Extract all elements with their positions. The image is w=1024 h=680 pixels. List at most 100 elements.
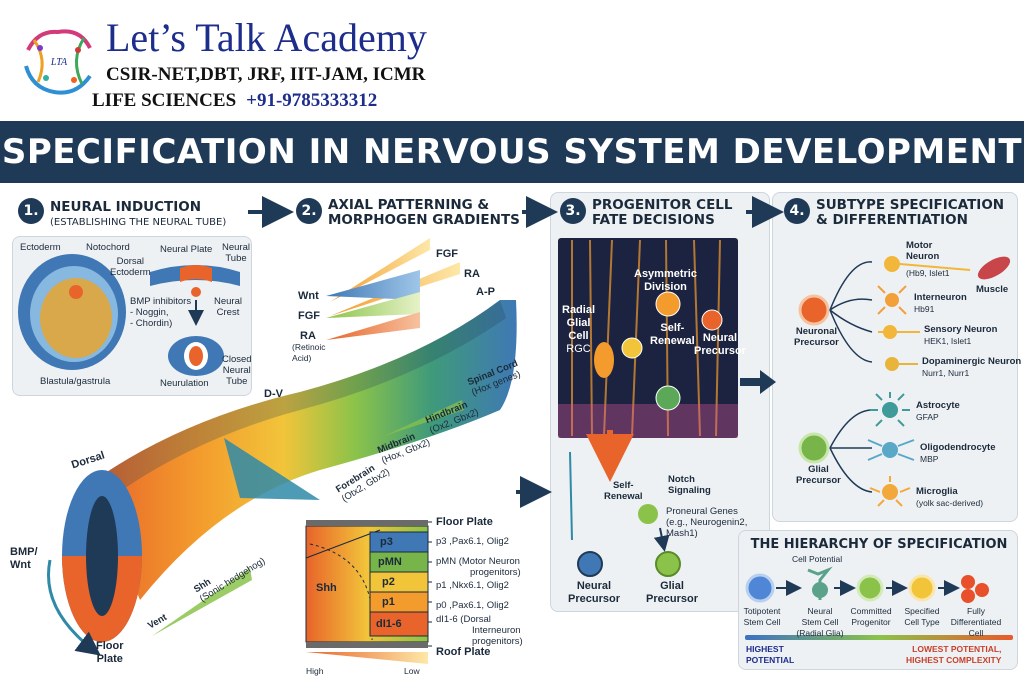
stage-totipotent-line1: Totipotent bbox=[743, 606, 781, 616]
label-interneuron-markers: Hb91 bbox=[914, 304, 935, 314]
label-closed-line2: Neural bbox=[222, 365, 251, 376]
logo-molecule-icon bbox=[24, 29, 92, 95]
label-floor-plate: Floor Plate bbox=[436, 516, 493, 528]
label-self-renewal-bottom: Self-Renewal bbox=[604, 480, 643, 502]
label-proneural-title: Proneural Genes bbox=[666, 506, 738, 517]
brand-block: Let’s Talk Academy CSIR-NET,DBT, JRF, II… bbox=[92, 10, 506, 111]
stage-differentiated-line1: Fully bbox=[967, 606, 985, 616]
section-3-heading-line1: PROGENITOR CELL bbox=[592, 197, 733, 213]
neural-precursor-output-cell bbox=[569, 451, 603, 577]
label-sensory-markers: HEK1, Islet1 bbox=[924, 336, 972, 346]
section-1-number: 1. bbox=[18, 198, 44, 224]
glial-branches bbox=[829, 409, 873, 493]
stage-differentiated-line3: Cell bbox=[968, 628, 984, 638]
label-bmp: BMP/ bbox=[10, 546, 38, 558]
glial-precursor-output-cell bbox=[638, 504, 681, 577]
dorsal-ventral-arrow bbox=[47, 559, 101, 656]
label-glial-line2: Precursor bbox=[796, 475, 841, 486]
label-fgf: FGF bbox=[298, 310, 320, 322]
asymmetric-division-cell bbox=[655, 291, 681, 317]
stage-neural-stem-line3: (Radial Glia) bbox=[796, 628, 844, 638]
high-low-gradient bbox=[306, 652, 428, 664]
tube-lumen bbox=[86, 496, 118, 616]
domain-row-p2: p1 ,Nkx6.1, Olig2 bbox=[436, 580, 509, 591]
label-bmp-inhibitors: BMP inhibitors- Noggin,- Chordin) bbox=[130, 296, 191, 329]
label-plate: Plate bbox=[96, 653, 123, 665]
domain-row-p3-markers: ,Pax6.1, Olig2 bbox=[449, 536, 509, 547]
domain-row-p3: p3 ,Pax6.1, Olig2 bbox=[436, 536, 509, 547]
label-rgc-line1: Radial bbox=[562, 304, 596, 316]
label-sensory-neuron: Sensory Neuron bbox=[924, 324, 998, 335]
label-proneural-genes: Proneural Genes(e.g., Neurogenin2,Mash1) bbox=[666, 506, 747, 539]
stage-neural-stem-line1: Neural bbox=[807, 606, 833, 616]
domain-row-p1-name: p0 bbox=[436, 600, 447, 611]
section-4-number: 4. bbox=[784, 198, 810, 224]
hierarchy-title: THE HIERARCHY OF SPECIFICATION bbox=[750, 537, 1008, 552]
label-microglia: Microglia bbox=[916, 486, 958, 497]
domain-row-p1-markers: ,Pax6.1, Olig2 bbox=[449, 600, 509, 611]
section-1-heading: NEURAL INDUCTION bbox=[50, 199, 202, 215]
stage-specified-line2: Cell Type bbox=[904, 617, 940, 627]
section-4-title: SUBTYPE SPECIFICATION & DIFFERENTIATION bbox=[816, 198, 1004, 228]
fully-differentiated-cell bbox=[961, 575, 989, 603]
band-label-p3: p3 bbox=[380, 536, 393, 548]
stage-differentiated-line2: Differentiated bbox=[950, 617, 1002, 627]
wnt-gradient bbox=[326, 270, 420, 300]
astrocyte-cell bbox=[870, 392, 910, 427]
label-blastula-gastrula: Blastula/gastrula bbox=[40, 376, 111, 387]
radial-glia-micrograph bbox=[558, 238, 738, 438]
label-proneural-eg: (e.g., Neurogenin2, bbox=[666, 517, 748, 528]
label-proneural-mash1: Mash1) bbox=[666, 528, 698, 539]
label-astrocyte: Astrocyte bbox=[916, 400, 960, 411]
label-oligodendrocyte-markers: MBP bbox=[920, 454, 939, 464]
label-high: High bbox=[306, 666, 324, 676]
domain-row-di1-6-markers2: Interneuron bbox=[472, 625, 521, 636]
label-ra: RA bbox=[300, 330, 316, 342]
section-2-heading-line2: MORPHOGEN GRADIENTS bbox=[328, 212, 520, 228]
neural-tube-body bbox=[92, 300, 517, 600]
stage-committed-line2: Progenitor bbox=[851, 617, 891, 627]
label-self-renewal-b-line2: Renewal bbox=[604, 491, 643, 502]
label-rgc-line4: RGC bbox=[566, 343, 591, 355]
glial-commit-cell bbox=[655, 385, 681, 411]
domain-band-p1 bbox=[369, 591, 429, 613]
label-noggin: - Noggin, bbox=[130, 307, 169, 318]
label-self-renewal-b-line1: Self- bbox=[612, 480, 634, 491]
domain-leader-lines bbox=[428, 521, 432, 647]
brand-phone: +91-9785333312 bbox=[246, 90, 378, 111]
self-renewal-cell bbox=[621, 337, 643, 359]
label-neural-crest-line1: Neural bbox=[214, 296, 242, 307]
section-4-heading-line1: SUBTYPE SPECIFICATION bbox=[816, 197, 1005, 213]
flow-arrow-progenitor-to-subtype bbox=[740, 370, 776, 394]
label-self-renewal-top: Self-Renewal bbox=[650, 322, 695, 348]
label-ectoderm: Ectoderm bbox=[20, 242, 61, 253]
section-2-number: 2. bbox=[296, 198, 322, 224]
label-signaling: Signaling bbox=[668, 485, 711, 496]
label-motor-markers: (Hb9, Islet1 bbox=[906, 268, 950, 278]
label-dopaminergic-markers: Nurr1, Nurr1 bbox=[922, 368, 970, 378]
neuronal-branches bbox=[829, 261, 873, 363]
label-np-top-line2: Precursor bbox=[694, 345, 746, 357]
label-lowest: LOWEST POTENTIAL, bbox=[912, 644, 1002, 654]
domain-row-p2-name: p1 bbox=[436, 580, 447, 591]
domain-band-di1-6 bbox=[369, 611, 429, 637]
brand-name: Let’s Talk Academy bbox=[106, 15, 427, 60]
subtype-specification-panel bbox=[772, 192, 1018, 522]
totipotent-stem-cell bbox=[745, 573, 775, 603]
label-d-v-axis: D-V bbox=[264, 388, 283, 400]
hindbrain-gradient bbox=[384, 400, 464, 436]
rgc-cell bbox=[594, 342, 614, 378]
